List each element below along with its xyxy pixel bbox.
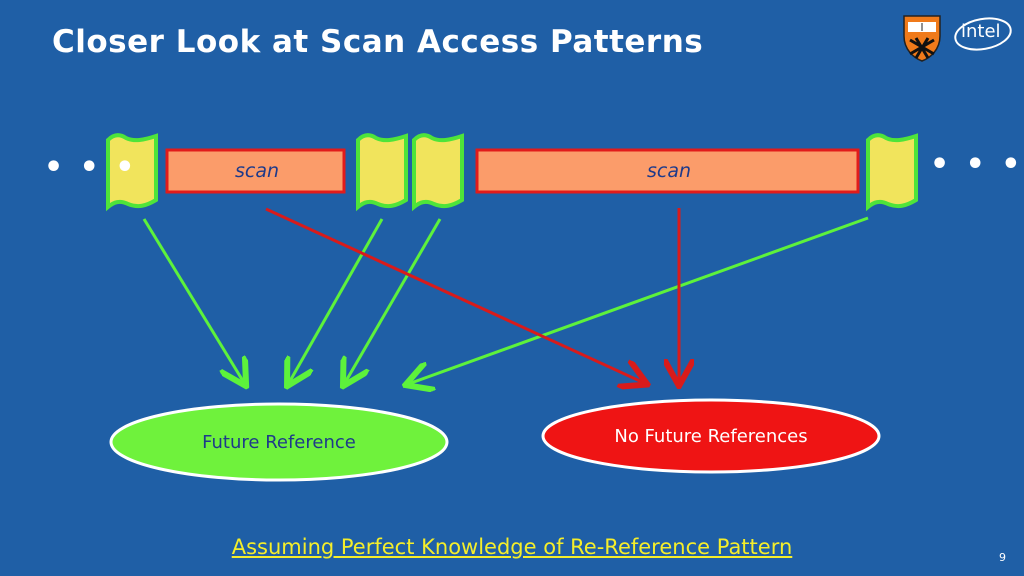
block-1 xyxy=(106,133,158,212)
scan-bar-left xyxy=(165,148,346,194)
ellipsis-left: • • • xyxy=(44,150,138,185)
scan-label-left: scan xyxy=(234,160,280,182)
oval-no-future-label: No Future References xyxy=(614,426,808,447)
arrow-block3-to-future xyxy=(346,218,442,381)
footer-caption: Assuming Perfect Knowledge of Re-Referen… xyxy=(231,535,793,559)
block-3 xyxy=(412,133,464,212)
arrow-block1-to-future xyxy=(142,218,243,381)
oval-no-future-references xyxy=(541,398,881,474)
scan-label-right: scan xyxy=(646,160,692,182)
intel-logo: intel xyxy=(952,14,1014,54)
slide-title: Closer Look at Scan Access Patterns xyxy=(52,24,704,60)
oval-future-label: Future Reference xyxy=(202,432,356,453)
page-number: 9 xyxy=(999,551,1006,564)
ellipsis-right: • • • xyxy=(930,147,1024,182)
arrow-scan-left-to-nofuture xyxy=(265,207,642,382)
arrow-block2-to-future xyxy=(290,218,384,381)
block-2 xyxy=(356,133,408,212)
intel-logo-icon xyxy=(954,17,1012,51)
arrow-block4-to-future xyxy=(411,216,869,383)
princeton-shield-icon xyxy=(903,15,941,62)
scan-bar-right xyxy=(475,148,860,194)
intel-logo-text: intel xyxy=(961,21,1001,42)
oval-future-reference xyxy=(109,402,449,482)
block-4 xyxy=(866,133,918,212)
